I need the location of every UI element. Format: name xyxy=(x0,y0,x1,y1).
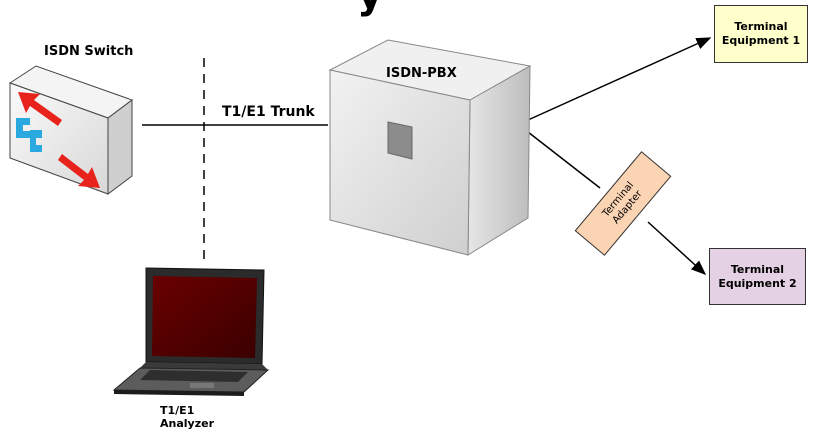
isdn-switch-icon xyxy=(8,65,134,195)
terminal-equipment-1-line1: Terminal xyxy=(734,20,788,34)
laptop-icon xyxy=(112,267,270,396)
terminal-equipment-2-box: Terminal Equipment 2 xyxy=(709,248,806,305)
analyzer-label: T1/E1 Analyzer xyxy=(160,404,214,430)
analyzer-label-line1: T1/E1 xyxy=(160,404,195,417)
analyzer-label-line2: Analyzer xyxy=(160,416,214,430)
pbx-to-adapter-line xyxy=(527,131,601,189)
terminal-equipment-2-line1: Terminal xyxy=(730,262,785,276)
pbx-to-te1-arrow xyxy=(527,37,712,121)
trunk-label: T1/E1 Trunk xyxy=(222,104,315,120)
isdn-switch-label: ISDN Switch xyxy=(44,44,134,59)
terminal-equipment-1-box: Terminal Equipment 1 xyxy=(714,5,808,63)
terminal-equipment-1-line2: Equipment 1 xyxy=(721,34,801,47)
isdn-pbx-icon xyxy=(328,39,532,256)
isdn-pbx-label: ISDN-PBX xyxy=(386,66,457,81)
adapter-to-te2-arrow xyxy=(647,221,707,276)
title-fragment: y xyxy=(357,0,383,18)
terminal-equipment-2-line2: Equipment 2 xyxy=(718,276,797,290)
